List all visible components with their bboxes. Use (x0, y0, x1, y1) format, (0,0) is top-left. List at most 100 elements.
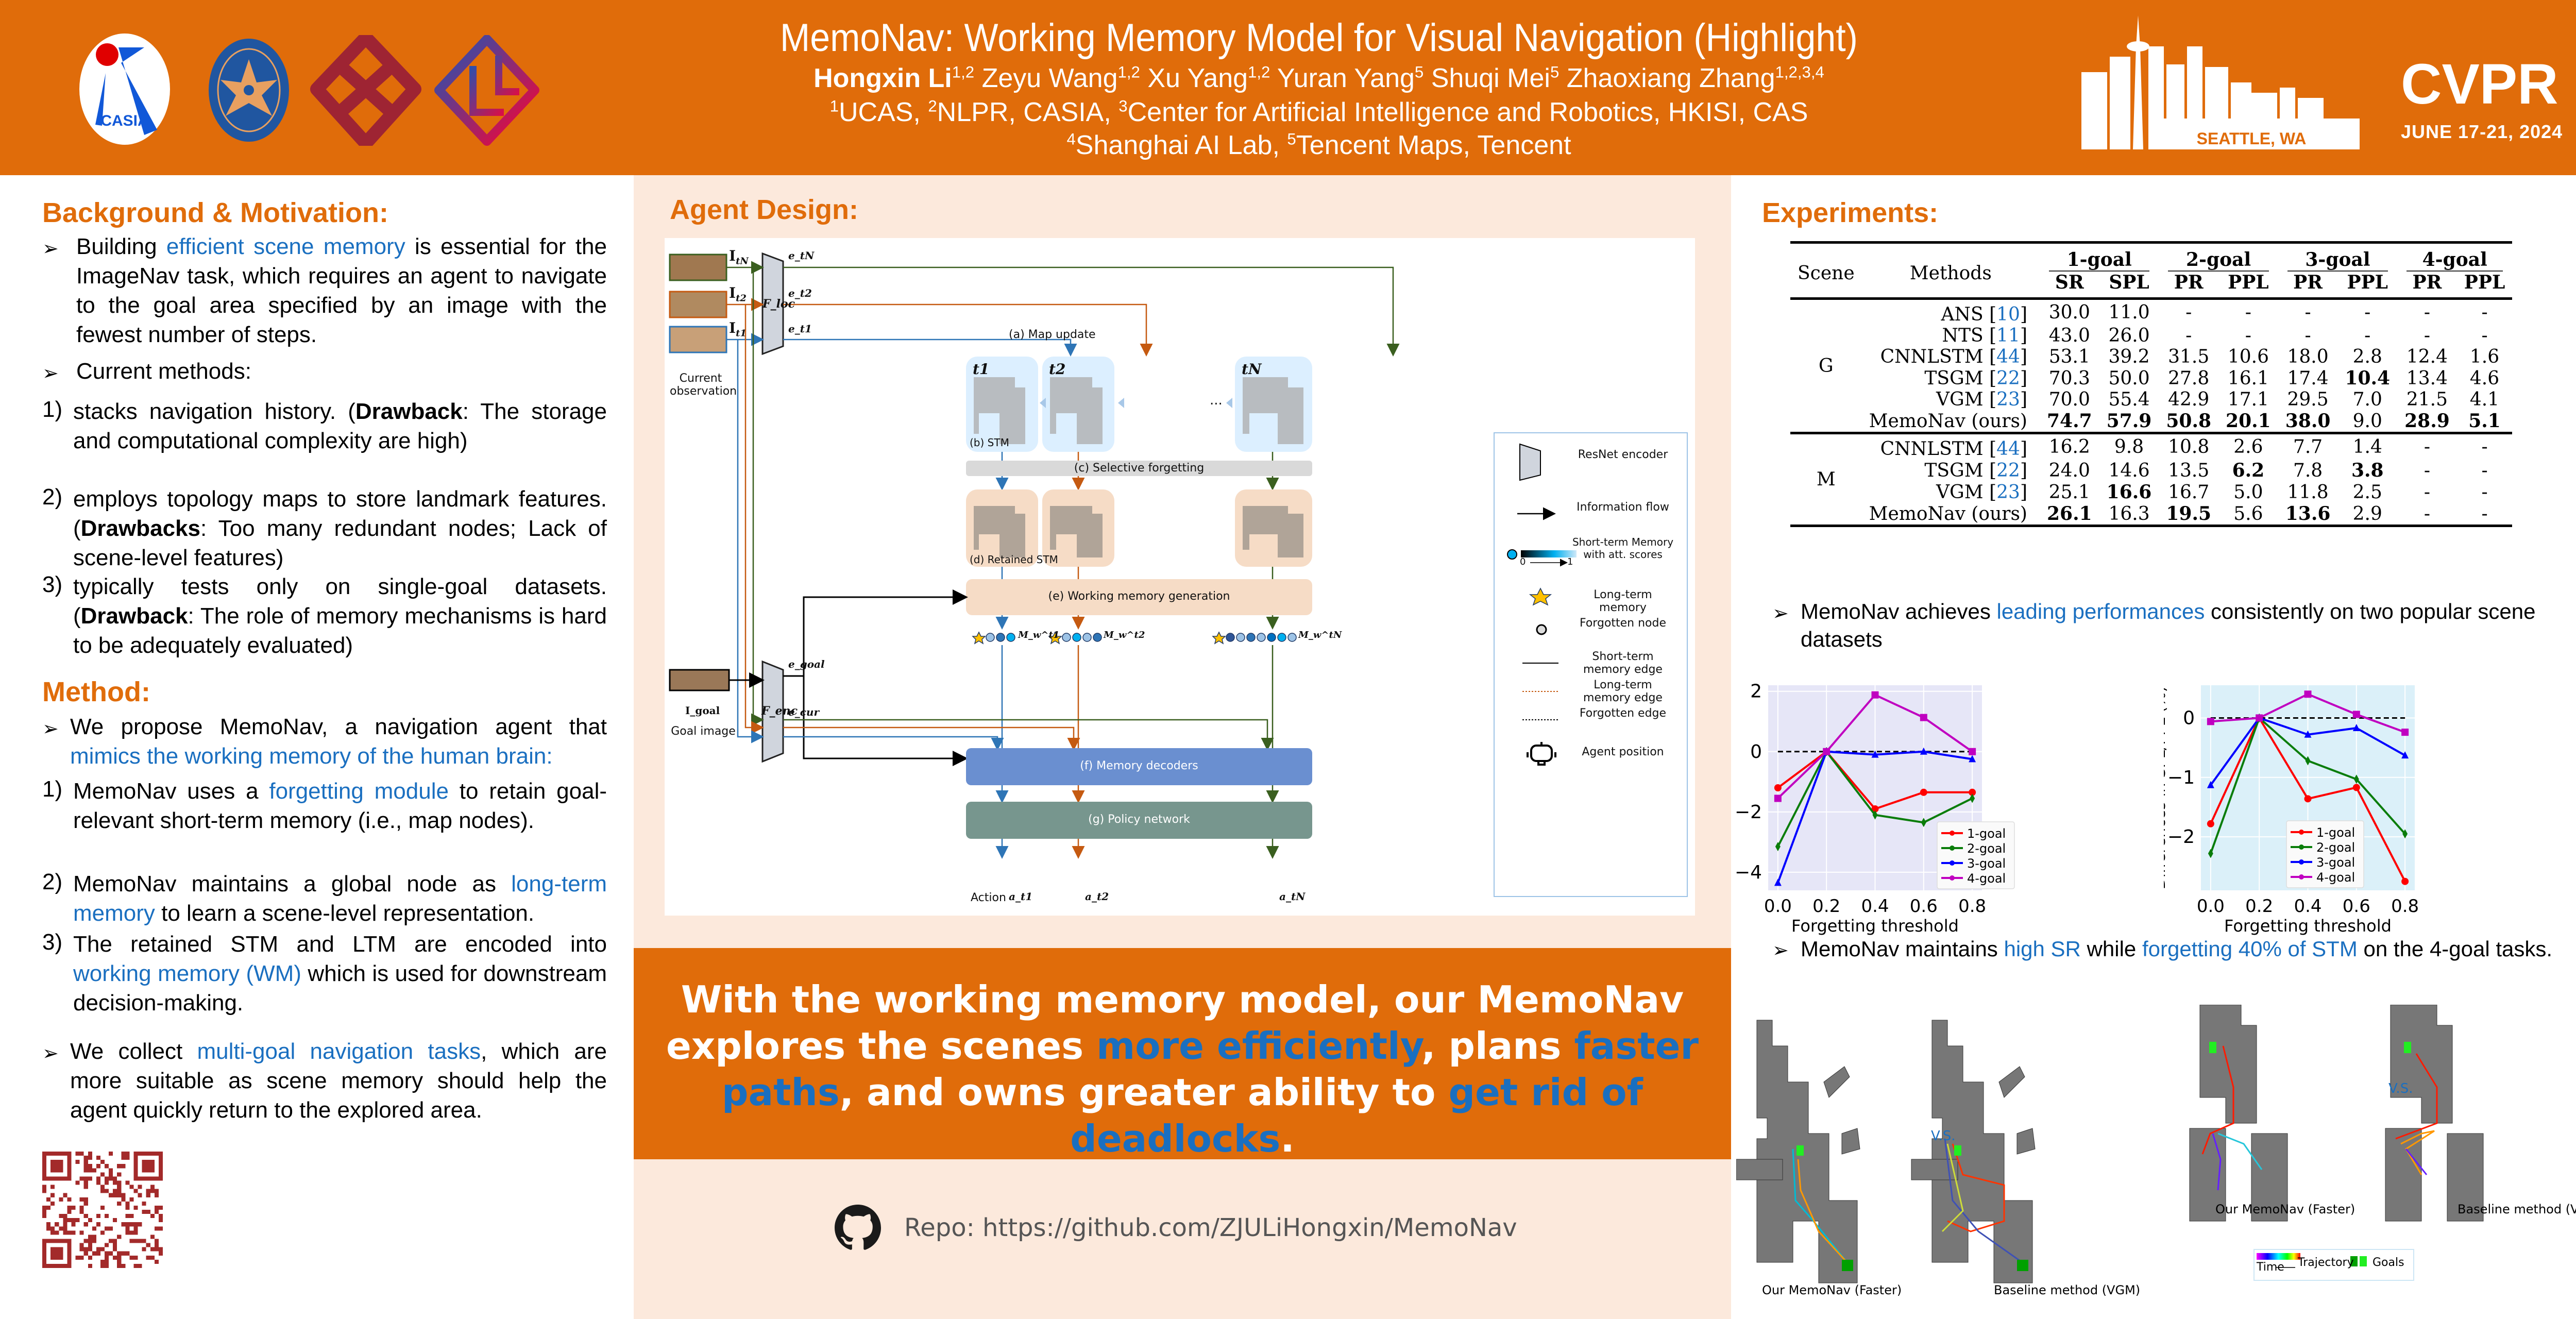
value-cell: 38.0 (2285, 410, 2331, 432)
data-point (1871, 691, 1879, 699)
caption-baseline-1: Baseline method (VGM) (1994, 1283, 2141, 1297)
highlighted-phrase: leading performances (1996, 599, 2205, 623)
value-cell: 5.6 (2233, 503, 2263, 525)
value-cell: - (2481, 436, 2488, 458)
value-cell: 70.0 (2048, 389, 2090, 410)
wm-generation-label: (e) Working memory generation (1048, 590, 1230, 603)
floc-label: F_loc (762, 297, 795, 311)
diagram-arrows (669, 252, 1688, 897)
i-goal-label: I_goal (685, 704, 720, 717)
value-cell: 70.3 (2048, 367, 2090, 389)
arrow-bullet-icon: ➢ (1772, 603, 1789, 624)
repo-link[interactable]: Repo: https://github.com/ZJULiHongxin/Me… (904, 1213, 1517, 1242)
hkisi-logo (434, 35, 539, 146)
wm-label-tN: M_w^tN (1298, 630, 1342, 640)
x-tick-label: 0.8 (1958, 896, 1986, 917)
col-subheader: PPL (2347, 272, 2388, 293)
highlight-banner: With the working memory model, our MemoN… (634, 948, 1731, 1160)
value-cell: 27.8 (2168, 367, 2210, 389)
x-tick-label: 0.0 (1764, 896, 1792, 917)
experiments-bullet-2: MemoNav maintains high SR while forgetti… (1801, 937, 2553, 961)
value-cell: 26.0 (2108, 325, 2150, 346)
value-cell: - (2304, 302, 2311, 323)
value-cell: 5.0 (2233, 481, 2263, 503)
wm-nodes (972, 631, 1297, 645)
value-cell: 53.1 (2048, 346, 2090, 367)
y-tick-label: −4 (1736, 862, 1762, 883)
robot-icon (1527, 742, 1556, 766)
highlighted-phrase: forgetting module (269, 779, 449, 804)
value-cell: - (2245, 302, 2251, 323)
value-cell: 4.6 (2469, 367, 2500, 389)
data-point (2304, 730, 2312, 738)
background-paragraph-1: Building efficient scene memory is essen… (76, 234, 607, 347)
poster-title: MemoNav: Working Memory Model for Visual… (780, 16, 1858, 60)
y-tick-label: −2 (1736, 802, 1762, 823)
legend-scale-max: 1 (1567, 556, 1573, 567)
author: Zhaoxiang Zhang1,2,3,4 (1566, 63, 1824, 93)
y-tick-label: 0 (2183, 707, 2195, 729)
value-cell: 43.0 (2048, 325, 2090, 346)
data-point (1775, 842, 1781, 852)
value-cell: 7.8 (2293, 460, 2323, 481)
trajectory-legend-time: Time (2257, 1261, 2284, 1274)
arrow-bullet-icon: ➢ (42, 363, 59, 384)
time-label-t1: t1 (973, 361, 990, 378)
input-label-t2: It2 (729, 284, 747, 304)
legend-label: 2-goal (1967, 841, 2006, 856)
value-cell: 10.6 (2227, 346, 2269, 367)
data-point (1774, 784, 1782, 791)
data-point (1774, 878, 1782, 886)
highlighted-phrase: forgetting 40% of STM (2142, 937, 2358, 961)
data-point (2401, 751, 2409, 759)
value-cell: - (2424, 460, 2431, 481)
input-label-t1: It1 (729, 319, 747, 339)
data-point (1969, 755, 1976, 763)
value-cell: 11.8 (2287, 481, 2329, 503)
caption-memonav-1: Our MemoNav (Faster) (1762, 1283, 1902, 1297)
value-cell: 13.5 (2168, 460, 2210, 481)
value-cell: 2.9 (2352, 503, 2382, 525)
col-group: 1-goal (2040, 243, 2159, 272)
arrow-bullet-icon: ➢ (42, 1043, 59, 1064)
y-axis-label: Differences in SPL/PPL (%) (2164, 686, 2169, 889)
data-point (2304, 795, 2312, 803)
value-cell: - (2424, 436, 2431, 458)
value-cell: 9.0 (2352, 410, 2382, 432)
svg-text:CASIA: CASIA (100, 112, 148, 129)
data-point (2353, 774, 2359, 784)
value-cell: 28.9 (2404, 410, 2450, 432)
method-cell: TSGM [22] (1924, 367, 2027, 389)
col-group: 4-goal (2397, 243, 2512, 272)
value-cell: 2.6 (2233, 436, 2263, 458)
seattle-skyline-icon: SEATTLE, WA (2081, 15, 2360, 149)
value-cell: 50.0 (2108, 367, 2150, 389)
input-label-tN: ItN (729, 247, 749, 267)
value-cell: 2.8 (2352, 346, 2382, 367)
highlighted-phrase: high SR (2004, 937, 2081, 961)
policy-network-label: (g) Policy network (1088, 813, 1190, 826)
value-cell: - (2185, 325, 2192, 346)
author: Hongxin Li1,2 (814, 63, 975, 93)
legend-resnet-encoder: ResNet encoder (1578, 448, 1668, 461)
value-cell: 9.8 (2114, 436, 2144, 458)
value-cell: 12.4 (2406, 346, 2448, 367)
embedding-label-t1: e_t1 (788, 323, 812, 335)
legend-label: 4-goal (2316, 870, 2355, 885)
value-cell: 6.2 (2232, 460, 2265, 481)
experiments-bullet-1: MemoNav achieves leading performances co… (1801, 599, 2536, 651)
star-icon (1529, 587, 1552, 606)
trajectory-legend-trajectory: Trajectory (2298, 1256, 2354, 1269)
legend-box (2286, 820, 2364, 888)
data-point (1969, 748, 1976, 755)
y-tick-label: 0 (1750, 741, 1762, 763)
value-cell: 29.5 (2287, 389, 2329, 410)
value-cell: 39.2 (2108, 346, 2150, 367)
value-cell: - (2424, 325, 2431, 346)
x-tick-label: 0.2 (1812, 896, 1840, 917)
arrow-bullet-icon: ➢ (42, 718, 59, 740)
arrow-bullet-icon: ➢ (42, 238, 59, 260)
